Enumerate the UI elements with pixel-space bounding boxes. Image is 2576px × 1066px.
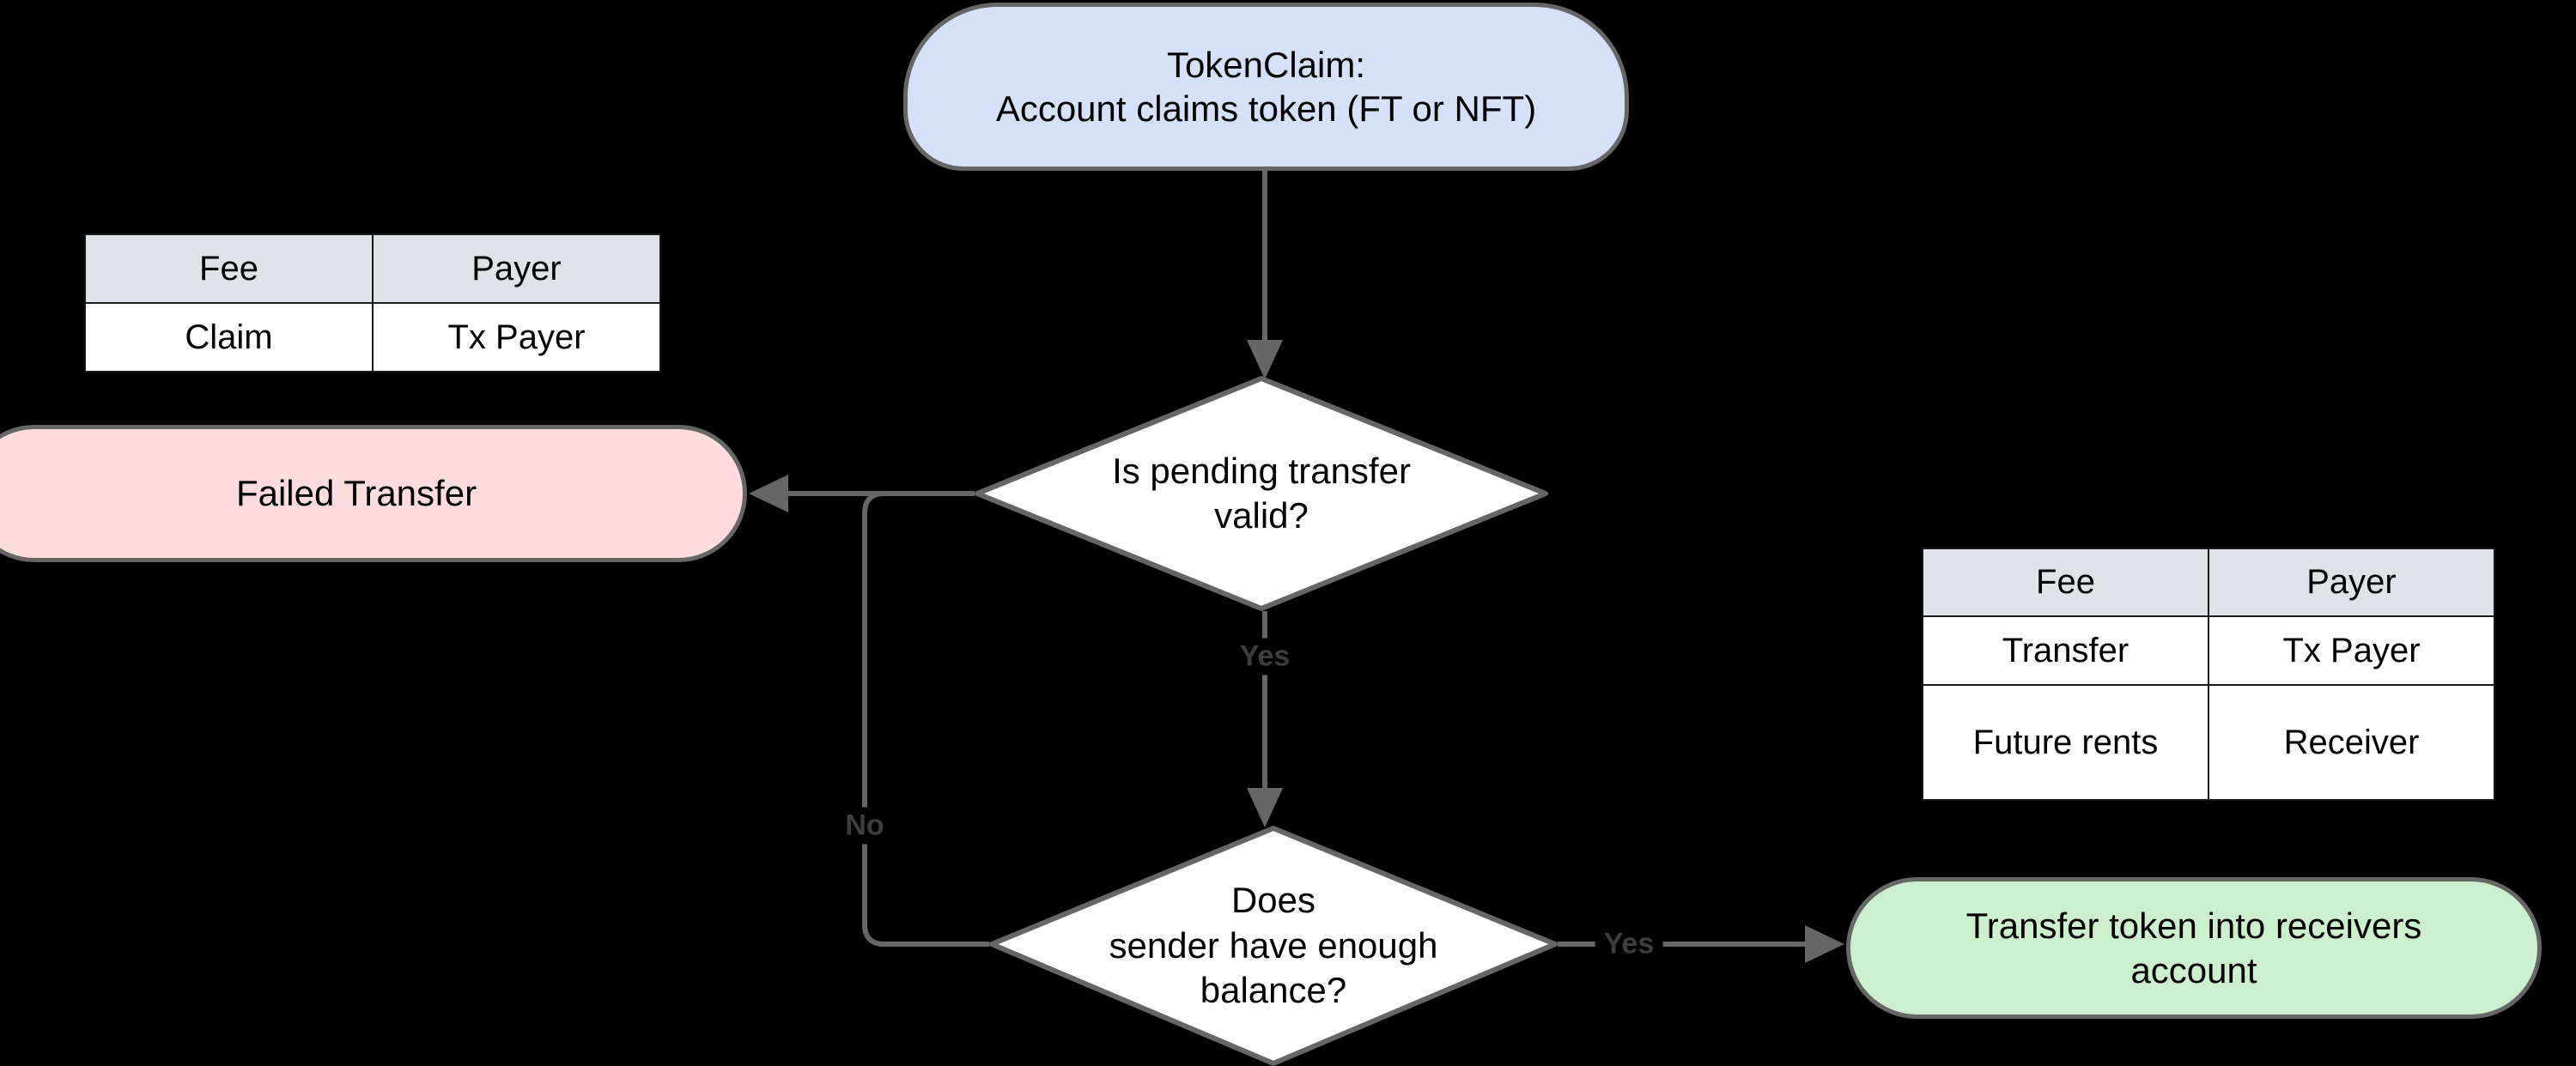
column-header-payer: Payer [2208, 548, 2495, 617]
edge-balance-to-failed [862, 491, 989, 947]
table-row: Claim Tx Payer [84, 302, 661, 372]
node-transfer-token-success[interactable]: Transfer token into receivers account [1846, 877, 2542, 1019]
node-failed-transfer[interactable]: Failed Transfer [0, 425, 747, 562]
fee-table-transfer: Fee Payer Transfer Tx Payer Future rents… [1922, 548, 2495, 801]
table-row: Future rents Receiver [1922, 684, 2495, 801]
table-header-row: Fee Payer [84, 233, 661, 304]
edge-label-no-balance: No [836, 807, 893, 845]
table-row: Transfer Tx Payer [1922, 615, 2495, 686]
arrow-head-balance-to-success [1805, 925, 1844, 963]
node-decision-sender-balance[interactable]: Does sender have enough balance? [989, 826, 1558, 1066]
node-decision-pending-transfer-valid[interactable]: Is pending transfer valid? [975, 376, 1548, 611]
table-header-row: Fee Payer [1922, 548, 2495, 617]
cell-payer: Tx Payer [372, 302, 661, 372]
column-header-fee: Fee [84, 233, 374, 304]
fee-table-claim: Fee Payer Claim Tx Payer [84, 233, 661, 372]
arrow-head-valid-to-failed [749, 475, 788, 512]
arrow-head-valid-to-balance [1247, 788, 1283, 827]
arrow-head-start-to-valid [1247, 340, 1283, 379]
node-token-claim[interactable]: TokenClaim: Account claims token (FT or … [903, 3, 1629, 171]
cell-payer: Tx Payer [2208, 615, 2495, 686]
cell-fee: Future rents [1922, 684, 2209, 801]
column-header-fee: Fee [1922, 548, 2209, 617]
cell-payer: Receiver [2208, 684, 2495, 801]
edge-label-yes-balance: Yes [1595, 925, 1663, 963]
cell-fee: Claim [84, 302, 374, 372]
edge-label-yes-valid: Yes [1230, 638, 1299, 675]
column-header-payer: Payer [372, 233, 661, 304]
cell-fee: Transfer [1922, 615, 2209, 686]
